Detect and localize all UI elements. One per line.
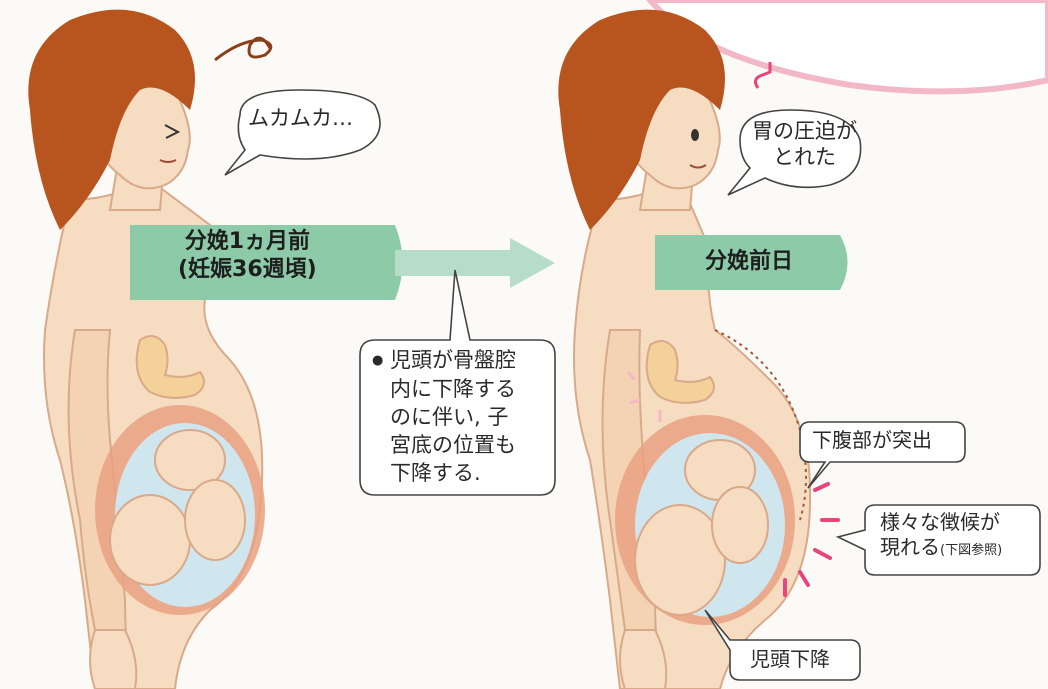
signs-callout	[835, 504, 1041, 576]
center-note-line1: ● 児頭が骨盤腔	[372, 348, 517, 372]
left-stage-label-line1: 分娩1ヵ月前	[184, 229, 311, 254]
progress-arrow	[395, 238, 555, 288]
center-note-line5: 下降する.	[390, 461, 481, 485]
head-callout-text: 児頭下降	[750, 647, 830, 671]
right-stage-banner	[655, 235, 848, 290]
left-speech-bubble	[224, 89, 381, 176]
right-speech-line2: とれた	[773, 145, 836, 170]
right-stage-label: 分娩前日	[705, 249, 794, 274]
bullet-icon: ●	[372, 353, 384, 368]
left-stage-label-line2: (妊娠36週頃)	[178, 256, 317, 282]
signs-callout-text: 様々な徴候が 現れる(下図参照)	[880, 510, 1002, 560]
center-note-box	[359, 269, 556, 496]
abdomen-callout	[799, 421, 966, 489]
right-speech-bubble	[727, 109, 862, 196]
right-speech-line1: 胃の圧迫が	[752, 119, 857, 143]
center-note-line3: のに伴い, 子	[390, 405, 509, 429]
left-woman-figure	[28, 9, 273, 689]
right-woman-figure	[558, 9, 840, 689]
left-stage-label: 分娩1ヵ月前 (妊娠36週頃)	[178, 228, 317, 283]
center-note-line4: 宮底の位置も	[390, 433, 516, 457]
signs-callout-line2: 現れる(下図参照)	[880, 535, 1003, 559]
signs-callout-note: (下図参照)	[940, 543, 1003, 558]
center-note-line2: 内に下降する	[390, 377, 516, 401]
left-speech-text: ムカムカ…	[248, 106, 353, 130]
center-note-text: ● 児頭が骨盤腔 内に下降する のに伴い, 子 宮底の位置も 下降する.	[372, 346, 516, 487]
head-callout	[704, 609, 861, 681]
right-speech-text: 胃の圧迫が とれた	[752, 118, 857, 171]
left-stage-banner	[130, 225, 403, 300]
signs-callout-line1: 様々な徴候が	[880, 510, 1000, 534]
abdomen-callout-text: 下腹部が突出	[812, 428, 932, 452]
